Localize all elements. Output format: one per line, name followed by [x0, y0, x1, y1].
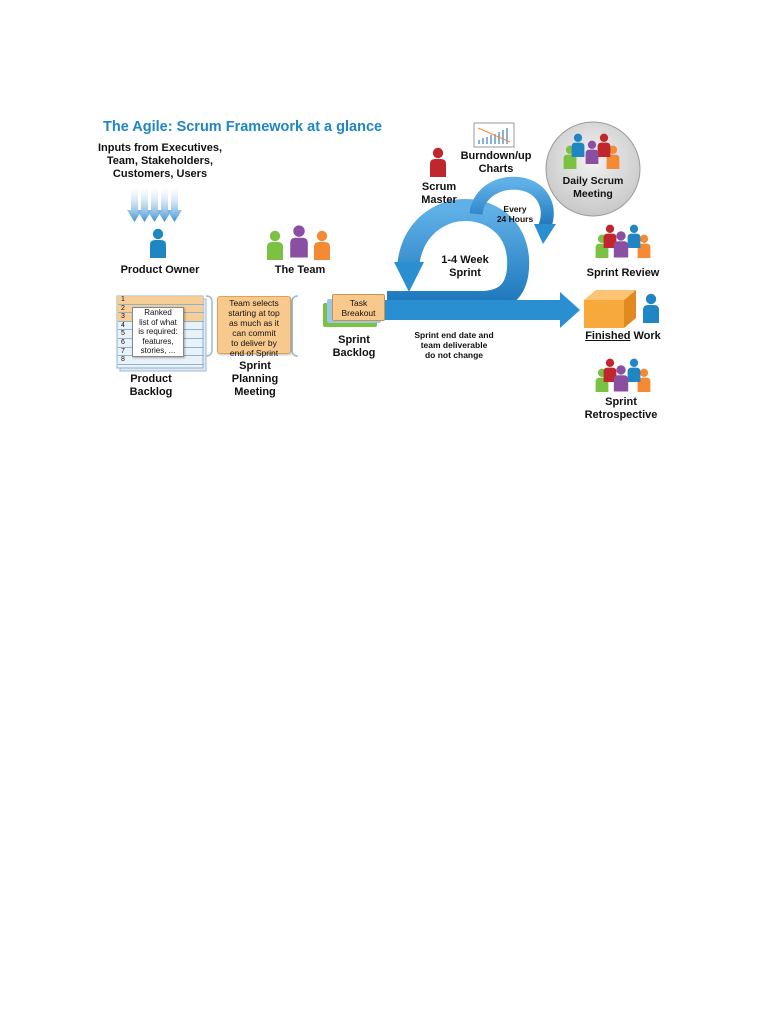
sprint-label: 1-4 Week Sprint [441, 254, 489, 279]
backlog-note: Ranked list of what is required: feature… [132, 307, 184, 357]
product-backlog-label: Product Backlog [129, 373, 173, 398]
sprint-review-label: Sprint Review [586, 267, 660, 279]
team-label: The Team [274, 264, 326, 276]
task-breakout-card: Task Breakout [332, 294, 385, 321]
scrum-master-icon [430, 147, 446, 177]
burndown-label: Burndown/up Charts [460, 150, 532, 175]
retrospective-team-icon [595, 358, 651, 392]
inputs-arrows [127, 186, 182, 222]
sprint-planning-label: Sprint Planning Meeting [231, 360, 279, 398]
list-item: 8 [118, 356, 204, 365]
finished-work-box [584, 290, 636, 328]
daily-scrum-label: Daily Scrum Meeting [562, 175, 624, 200]
team-icon [267, 225, 330, 260]
page-title: The Agile: Scrum Framework at a glance [103, 119, 383, 135]
chart-icon [473, 122, 515, 148]
sprint-retrospective-label: Sprint Retrospective [584, 396, 658, 421]
product-owner-icon [150, 228, 166, 258]
product-owner-label: Product Owner [120, 264, 200, 276]
sprint-end-note: Sprint end date and team deliverable do … [414, 330, 494, 360]
sprint-review-team-icon [595, 224, 651, 258]
sprint-backlog-label: Sprint Backlog [332, 334, 376, 359]
finished-work-person-icon [643, 293, 659, 323]
daily-scrum-circle [545, 121, 641, 217]
inputs-label: Inputs from Executives, Team, Stakeholde… [97, 142, 223, 180]
finished-work-label: Finished Work [585, 330, 661, 342]
scrum-master-label: Scrum Master [421, 181, 457, 206]
list-item: 1 [118, 296, 204, 305]
bracket [205, 295, 213, 357]
daily-arc-arrow [469, 176, 556, 244]
every-24-label: Every 24 Hours [496, 204, 534, 224]
bracket-2 [291, 295, 299, 357]
sprint-loop-arrow [385, 199, 580, 328]
planning-note: Team selects starting at top as much as … [217, 296, 291, 358]
